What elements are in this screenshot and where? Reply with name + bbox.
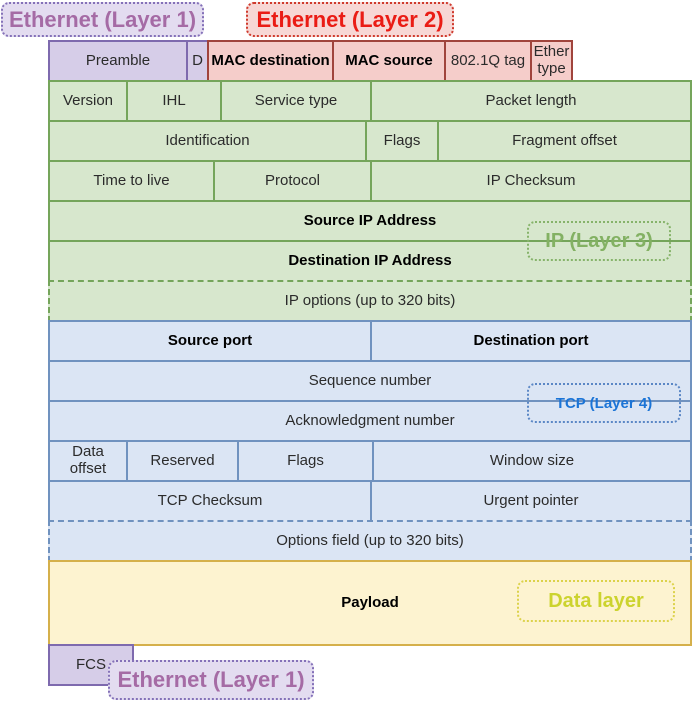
field-preamble: Preamble	[48, 40, 188, 82]
field-ip-checksum: IP Checksum	[370, 160, 692, 202]
field-packet-length: Packet length	[370, 80, 692, 122]
field-fragment-offset: Fragment offset	[437, 120, 692, 162]
field-tcp-options: Options field (up to 320 bits)	[48, 520, 692, 562]
field-payload: Payload	[48, 560, 692, 646]
field-8021q-tag: 802.1Q tag	[444, 40, 532, 82]
ethernet-layer2-label: Ethernet (Layer 2)	[246, 2, 454, 37]
field-source-port: Source port	[48, 320, 372, 362]
ip-row-2: Identification Flags Fragment offset	[48, 120, 692, 162]
field-tcp-checksum: TCP Checksum	[48, 480, 372, 522]
field-sequence-number: Sequence number	[48, 360, 692, 402]
field-time-to-live: Time to live	[48, 160, 215, 202]
ip-row-3: Time to live Protocol IP Checksum	[48, 160, 692, 202]
packet-field-stack: Preamble D MAC destination MAC source 80…	[48, 40, 692, 686]
field-ether-type: Ether type	[530, 40, 573, 82]
ip-row-options: IP options (up to 320 bits)	[48, 280, 692, 322]
ip-layer3-label: IP (Layer 3)	[527, 221, 671, 261]
field-ip-flags: Flags	[365, 120, 439, 162]
ethernet-header-row: Preamble D MAC destination MAC source 80…	[48, 40, 692, 82]
field-identification: Identification	[48, 120, 367, 162]
tcp-row-checksum: TCP Checksum Urgent pointer	[48, 480, 692, 522]
tcp-row-flags: Data offset Reserved Flags Window size	[48, 440, 692, 482]
ethernet-layer1-top-label: Ethernet (Layer 1)	[1, 2, 204, 37]
ethernet-layer1-bottom-label: Ethernet (Layer 1)	[108, 660, 314, 700]
ip-row-1: Version IHL Service type Packet length	[48, 80, 692, 122]
field-window-size: Window size	[372, 440, 692, 482]
tcp-row-sequence: Sequence number	[48, 360, 692, 402]
payload-row: Payload	[48, 560, 692, 646]
ip-row-destination: Destination IP Address	[48, 240, 692, 282]
field-protocol: Protocol	[213, 160, 372, 202]
field-sfd: D	[186, 40, 209, 82]
field-ip-options: IP options (up to 320 bits)	[48, 280, 692, 322]
field-mac-destination: MAC destination	[207, 40, 334, 82]
field-version: Version	[48, 80, 128, 122]
field-service-type: Service type	[220, 80, 372, 122]
field-ihl: IHL	[126, 80, 222, 122]
field-mac-source: MAC source	[332, 40, 446, 82]
field-tcp-flags: Flags	[237, 440, 374, 482]
tcp-row-ports: Source port Destination port	[48, 320, 692, 362]
field-destination-ip: Destination IP Address	[48, 240, 692, 282]
field-data-offset: Data offset	[48, 440, 128, 482]
field-urgent-pointer: Urgent pointer	[370, 480, 692, 522]
field-destination-port: Destination port	[370, 320, 692, 362]
tcp-layer4-label: TCP (Layer 4)	[527, 383, 681, 423]
data-layer-label: Data layer	[517, 580, 675, 622]
tcp-row-options: Options field (up to 320 bits)	[48, 520, 692, 562]
field-reserved: Reserved	[126, 440, 239, 482]
